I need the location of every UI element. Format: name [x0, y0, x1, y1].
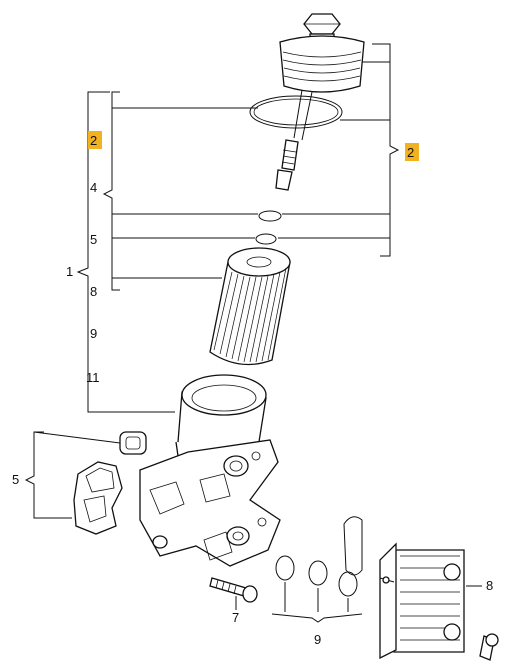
callout-1: 1	[66, 264, 73, 279]
left-bracket-outer	[76, 91, 175, 413]
cooler-screw	[479, 633, 499, 661]
left-bracket-5	[24, 431, 121, 519]
oil-cooler	[379, 542, 482, 660]
seal-c	[338, 571, 358, 597]
filter-housing	[139, 374, 281, 567]
callout-2-right-text: 2	[407, 145, 414, 160]
filter-pleats	[213, 267, 287, 363]
callout-11: 11	[86, 370, 100, 385]
callout-5-upper: 5	[90, 232, 97, 247]
callout-8-right: 8	[486, 578, 493, 593]
seal-a	[275, 555, 295, 581]
callout-4: 4	[90, 180, 97, 195]
small-o-rings	[255, 210, 282, 245]
bolt	[209, 577, 258, 610]
right-bracket-2	[278, 43, 400, 257]
seal-b	[308, 560, 328, 586]
gasket-small	[119, 431, 147, 455]
seal-long	[343, 516, 363, 576]
callout-2-right: 2	[405, 143, 419, 161]
callout-2-left: 2	[88, 131, 102, 149]
filter-cap	[279, 13, 365, 141]
drain-stem	[275, 139, 299, 191]
callout-8-left: 8	[90, 284, 97, 299]
callout-5-left: 5	[12, 472, 19, 487]
callout-9-bottom: 9	[314, 632, 321, 647]
gasket-large	[73, 461, 123, 535]
oil-filter-element	[209, 247, 291, 366]
callout-2-left-text: 2	[90, 133, 97, 148]
o-ring-large	[249, 95, 343, 129]
leader-lines-left	[112, 107, 258, 279]
bracket-9-bottom	[271, 582, 363, 623]
callout-9-left: 9	[90, 326, 97, 341]
callout-7: 7	[232, 610, 239, 625]
